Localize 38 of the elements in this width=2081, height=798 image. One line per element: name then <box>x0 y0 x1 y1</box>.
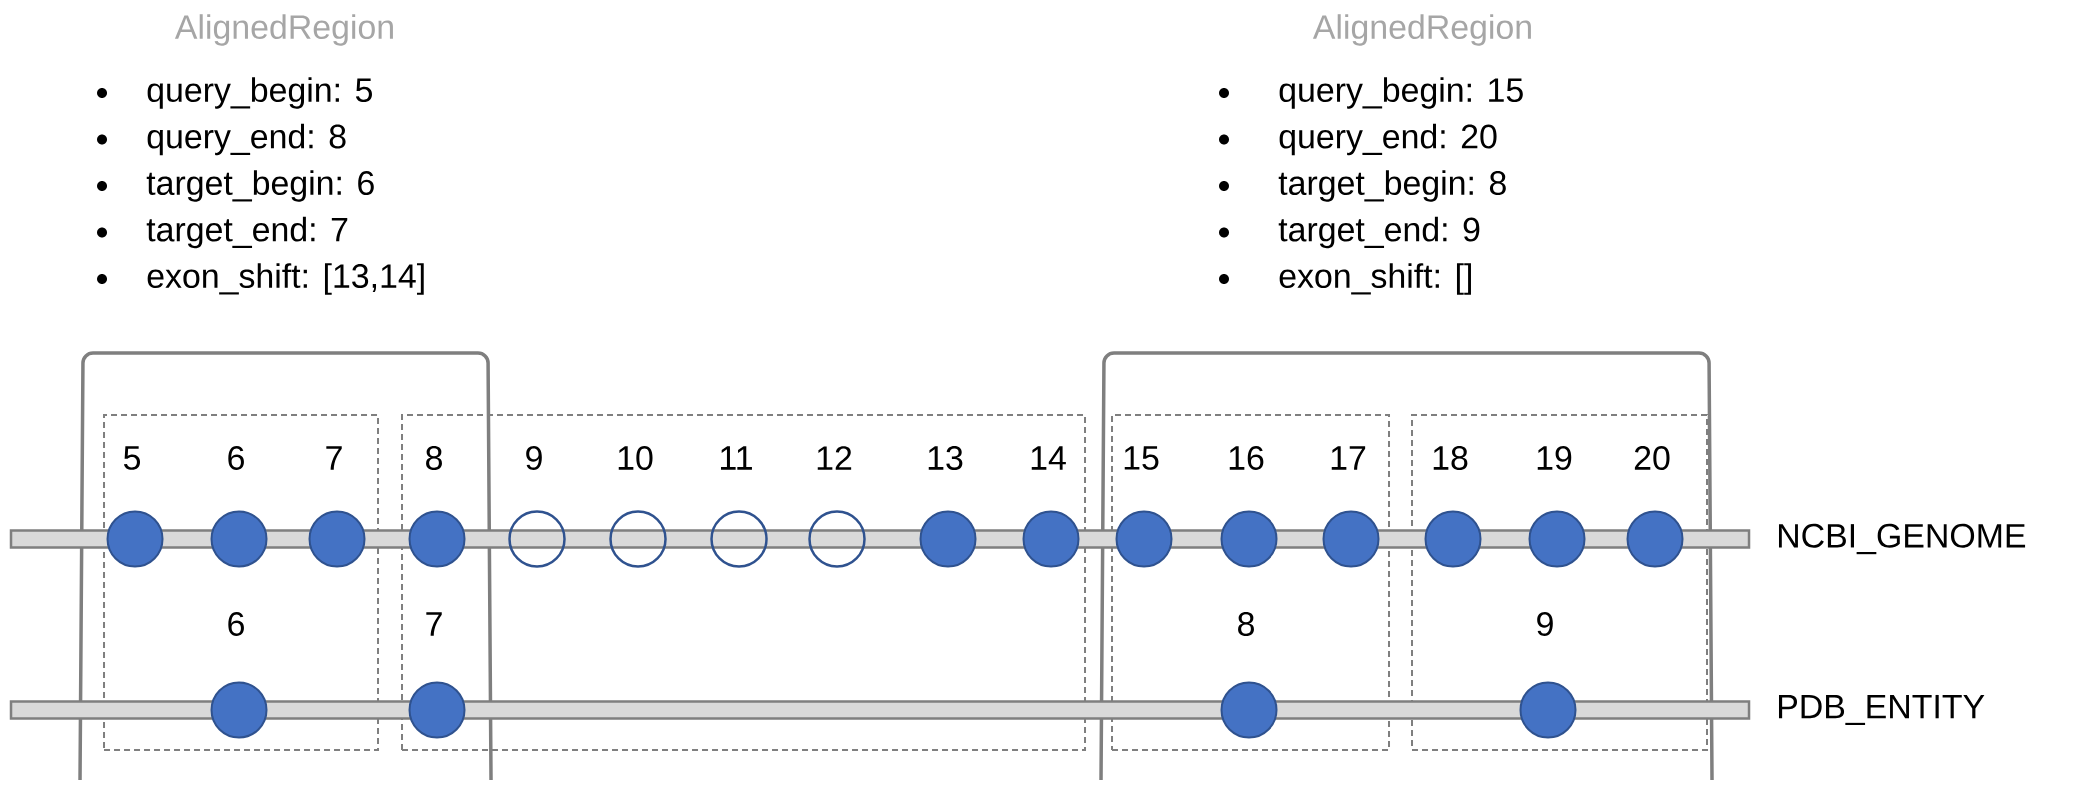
list-item: query_end: 20 <box>1279 123 1497 156</box>
position-number: 6 <box>228 612 244 636</box>
position-number: 11 <box>721 446 752 470</box>
position-number: 17 <box>1331 446 1366 470</box>
position-number: 6 <box>228 446 244 470</box>
position-number: 14 <box>1031 446 1066 470</box>
position-number: 8 <box>1238 612 1254 636</box>
position-number: 7 <box>326 446 342 470</box>
position-number: 9 <box>526 446 542 470</box>
dashed-box <box>401 414 1086 751</box>
list-item: target_begin: 8 <box>1278 170 1506 202</box>
position-number: 10 <box>618 446 653 470</box>
list-item: target_end: 9 <box>1278 216 1480 249</box>
dashed-box <box>1111 414 1390 751</box>
dashed-box <box>1411 414 1708 751</box>
list-item: query_begin: 15 <box>1279 77 1523 109</box>
position-number: 16 <box>1229 446 1264 470</box>
position-number: 20 <box>1634 446 1670 470</box>
list-item: query_end: 8 <box>147 123 346 156</box>
position-number: 7 <box>426 612 442 636</box>
list-item: exon_shift: [] <box>1279 263 1471 295</box>
list-item: query_begin: 5 <box>147 77 372 109</box>
region-heading: AlignedRegion <box>174 14 393 46</box>
position-number: 12 <box>817 446 852 470</box>
position-number: 13 <box>928 446 963 470</box>
list-item: exon_shift: [13,14] <box>147 263 424 295</box>
list-item: target_end: 7 <box>146 216 348 249</box>
position-number: 18 <box>1433 446 1468 470</box>
track-label: PDB_ENTITY <box>1779 694 1985 725</box>
list-item: target_begin: 6 <box>146 170 374 202</box>
position-number: 8 <box>426 446 442 470</box>
track-label: NCBI_GENOME <box>1779 523 2026 555</box>
position-number: 5 <box>123 446 140 470</box>
dashed-box <box>103 414 379 751</box>
region-heading: AlignedRegion <box>1312 14 1531 46</box>
position-number: 15 <box>1124 446 1159 470</box>
position-number: 9 <box>1537 612 1553 636</box>
position-number: 19 <box>1537 446 1572 470</box>
